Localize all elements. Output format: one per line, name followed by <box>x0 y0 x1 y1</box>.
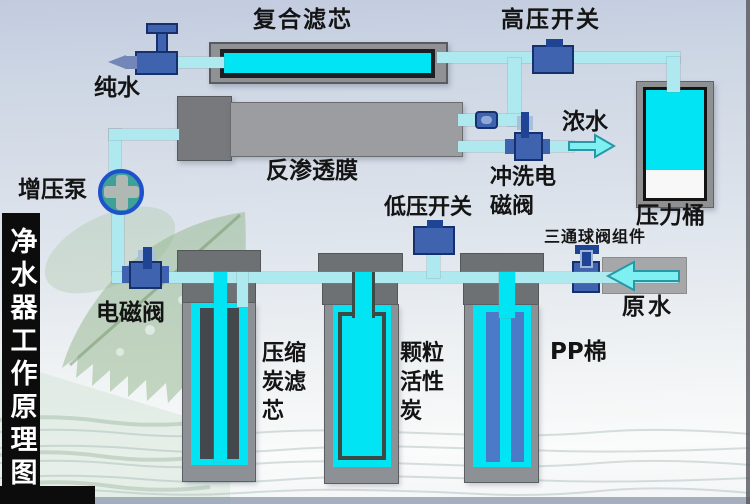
diagram-title-bar: 净水器工作原理图 <box>2 213 40 504</box>
label-compressed-carbon-line1: 压缩 <box>262 341 307 366</box>
label-granular-carbon-line1: 颗粒 <box>400 341 445 366</box>
pressure-tank-water <box>646 90 704 170</box>
label-solenoid-valve: 电磁阀 <box>96 300 165 326</box>
label-compressed-carbon-line2: 炭滤 <box>262 370 307 395</box>
canister3-center-tube <box>499 272 515 318</box>
label-booster-pump: 增压泵 <box>18 177 87 203</box>
solenoid-valve-stem <box>143 247 152 269</box>
pipe-faucet-to-composite <box>168 57 224 68</box>
pipe-bottom-line <box>112 272 678 283</box>
concentrated-water-arrow <box>568 133 616 159</box>
check-valve-core <box>481 116 492 124</box>
canister1-center-tube <box>214 272 227 462</box>
label-three-way-valve: 三通球阀组件 <box>544 227 647 246</box>
canister3-body <box>465 305 538 482</box>
label-pp-cotton: PP棉 <box>550 339 607 365</box>
label-ro-membrane: 反渗透膜 <box>266 158 358 184</box>
pipe-pure-riser <box>508 58 521 126</box>
ro-membrane-body <box>230 102 463 157</box>
label-compressed-carbon: 压缩 炭滤 芯 <box>262 339 306 426</box>
label-granular-carbon: 颗粒 活性 炭 <box>400 339 444 426</box>
label-high-pressure-switch: 高压开关 <box>501 7 601 33</box>
canister2-inner-cartridge <box>338 312 386 460</box>
label-composite-filter: 复合滤芯 <box>253 7 353 33</box>
composite-filter-core <box>224 53 431 73</box>
three-way-valve-handle <box>575 245 599 254</box>
canister2-center-tube <box>352 272 375 318</box>
label-concentrated-water: 浓水 <box>562 109 608 135</box>
pipe-lp-switch-stub <box>427 253 440 278</box>
canister1-right-stub <box>237 272 248 307</box>
booster-pump-cross-v <box>116 175 128 210</box>
label-flush-valve-line1: 冲洗电 <box>490 165 557 190</box>
label-raw-water: 原水 <box>622 294 674 320</box>
label-pure-water: 纯水 <box>94 75 140 101</box>
label-granular-carbon-line3: 炭 <box>400 399 423 424</box>
pipe-pump-down <box>112 205 124 275</box>
label-flush-valve-line2: 磁阀 <box>490 194 535 219</box>
pipe-tank-inlet <box>667 57 680 92</box>
canister3-pp-stripe-left <box>486 312 500 462</box>
raw-water-arrow <box>605 260 680 292</box>
canister1-carbon-stripe-left <box>200 308 214 459</box>
low-pressure-switch-tab <box>427 220 443 228</box>
right-edge-line <box>746 0 750 504</box>
high-pressure-switch-tab <box>546 39 563 47</box>
label-compressed-carbon-line3: 芯 <box>262 399 285 424</box>
label-low-pressure-switch: 低压开关 <box>384 195 473 220</box>
low-pressure-switch-box <box>413 226 455 255</box>
label-pressure-tank: 压力桶 <box>636 203 705 229</box>
ro-membrane-end-cap <box>177 96 232 161</box>
faucet-spout <box>125 56 137 69</box>
bottom-left-corner-block <box>0 486 95 504</box>
canister1-carbon-stripe-right <box>227 308 239 459</box>
faucet-spout-tip <box>108 55 126 69</box>
high-pressure-switch-box <box>532 45 574 74</box>
pipe-pump-to-ro <box>109 129 179 140</box>
faucet-body <box>135 51 178 75</box>
bottom-edge-strip <box>0 497 750 504</box>
three-way-valve-handle-stem <box>582 252 591 266</box>
canister3-pp-stripe-right <box>511 312 524 462</box>
pressure-tank-air <box>646 170 704 198</box>
flush-valve-stem <box>521 112 529 138</box>
label-granular-carbon-line2: 活性 <box>400 370 445 395</box>
